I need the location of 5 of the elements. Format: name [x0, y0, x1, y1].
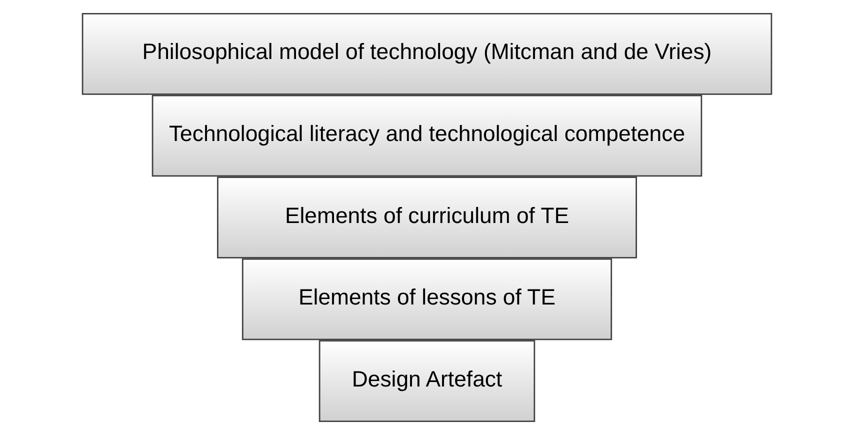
- node-box: Philosophical model of technology (Mitcman and de Vries): [81, 13, 772, 95]
- node-box: Design Artefact: [318, 340, 535, 422]
- node-box: Elements of curriculum of TE: [216, 176, 636, 258]
- node-box: Elements of lessons of TE: [241, 258, 612, 340]
- node-box: Technological literacy and technological competence: [151, 94, 702, 177]
